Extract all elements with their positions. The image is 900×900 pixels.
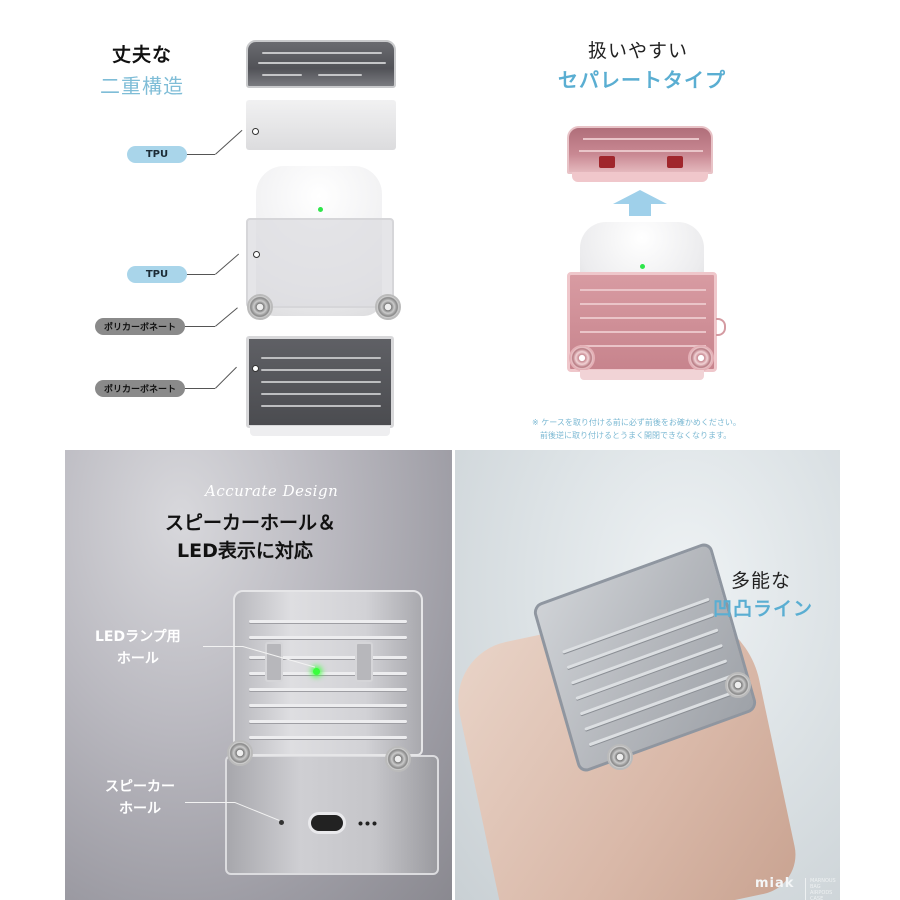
leader-dot (252, 128, 259, 135)
accurate-design-photo: Accurate Design スピーカーホール＆ LED表示に対応 LEDラン… (65, 450, 452, 900)
attach-note: ※ ケースを取り付ける前に必ず前後をお確かめください。 前後逆に取り付けるとうま… (532, 416, 792, 442)
structure-title-line1: 丈夫な (112, 44, 173, 66)
speaker-hole (279, 820, 284, 825)
wheel-left (247, 294, 273, 320)
leader-line (185, 326, 215, 328)
accurate-headline-line2: LED表示に対応 (177, 540, 313, 562)
accurate-headline-line1: スピーカーホール＆ (165, 512, 337, 534)
brand-subtitle-line1: MARNOUS BAG (810, 878, 836, 890)
bumpy-title-line1: 多能な (731, 570, 792, 592)
button-dots (357, 821, 377, 826)
status-led (640, 264, 645, 269)
top-lid-polycarbonate (246, 40, 396, 88)
status-led (318, 207, 323, 212)
silver-case-lid (233, 590, 423, 756)
attach-note-line2: 前後逆に取り付けるとうまく開閉できなくなります。 (540, 431, 732, 440)
base-bottom-edge (250, 426, 390, 436)
leader-line (215, 307, 238, 327)
structure-title-line2: 二重構造 (100, 74, 184, 98)
wheel-left (607, 744, 633, 770)
leader-line (187, 274, 215, 276)
brand-subtitle: MARNOUS BAG AIRPODS CASE (805, 878, 840, 900)
latch-left (265, 642, 283, 682)
led-hole-callout: LEDランプ用 ホール (95, 626, 181, 670)
pink-lid (567, 126, 713, 174)
material-label-polycarbonate-2: ポリカーボネート (95, 380, 185, 397)
leader-dot (253, 251, 260, 258)
led-callout-line1: LEDランプ用 (95, 629, 181, 645)
led-callout-line2: ホール (116, 651, 159, 667)
speaker-hole-callout: スピーカー ホール (105, 776, 175, 820)
wheel-right (375, 294, 401, 320)
leader-line (215, 366, 238, 389)
material-label-tpu-2: TPU (127, 266, 187, 283)
leader-line (185, 388, 215, 390)
leader-line (187, 154, 215, 156)
separate-title-line2: セパレートタイプ (558, 68, 726, 92)
attach-note-line1: ※ ケースを取り付ける前に必ず前後をお確かめください。 (532, 418, 741, 427)
leader-dot (252, 365, 259, 372)
wheel-left (227, 740, 253, 766)
bottom-base-polycarbonate (246, 336, 394, 428)
material-label-polycarbonate-1: ポリカーボネート (95, 318, 185, 335)
pink-wheel-left (569, 345, 595, 371)
wheel-right (385, 746, 411, 772)
bumpy-lines-photo: 多能な 凹凸ライン miak MARNOUS BAG AIRPODS CASE (455, 450, 840, 900)
leader-line (215, 253, 240, 275)
speaker-callout-line1: スピーカー (105, 779, 175, 795)
pink-bottom-edge (580, 370, 704, 380)
material-label-tpu-1: TPU (127, 146, 187, 163)
brand-subtitle-line2: AIRPODS CASE (810, 890, 833, 900)
wheel-right (725, 672, 751, 698)
leader-line (215, 129, 243, 155)
led-callout-pointer (203, 646, 243, 647)
separate-title-line1: 扱いやすい (588, 40, 689, 62)
led-indicator (313, 668, 320, 675)
script-title: Accurate Design (205, 482, 339, 500)
pink-lid-feet (572, 172, 708, 182)
charging-port (308, 812, 346, 834)
top-tpu-liner (246, 100, 396, 150)
tpu-body-shell (246, 218, 394, 308)
speaker-callout-pointer (185, 802, 235, 803)
brand-logo: miak (755, 876, 795, 891)
speaker-callout-line2: ホール (119, 801, 161, 817)
bumpy-title-line2: 凹凸ライン (713, 598, 814, 620)
pink-wheel-right (688, 345, 714, 371)
hanging-loop (716, 318, 726, 336)
up-arrow-icon (613, 190, 667, 216)
latch-right (355, 642, 373, 682)
